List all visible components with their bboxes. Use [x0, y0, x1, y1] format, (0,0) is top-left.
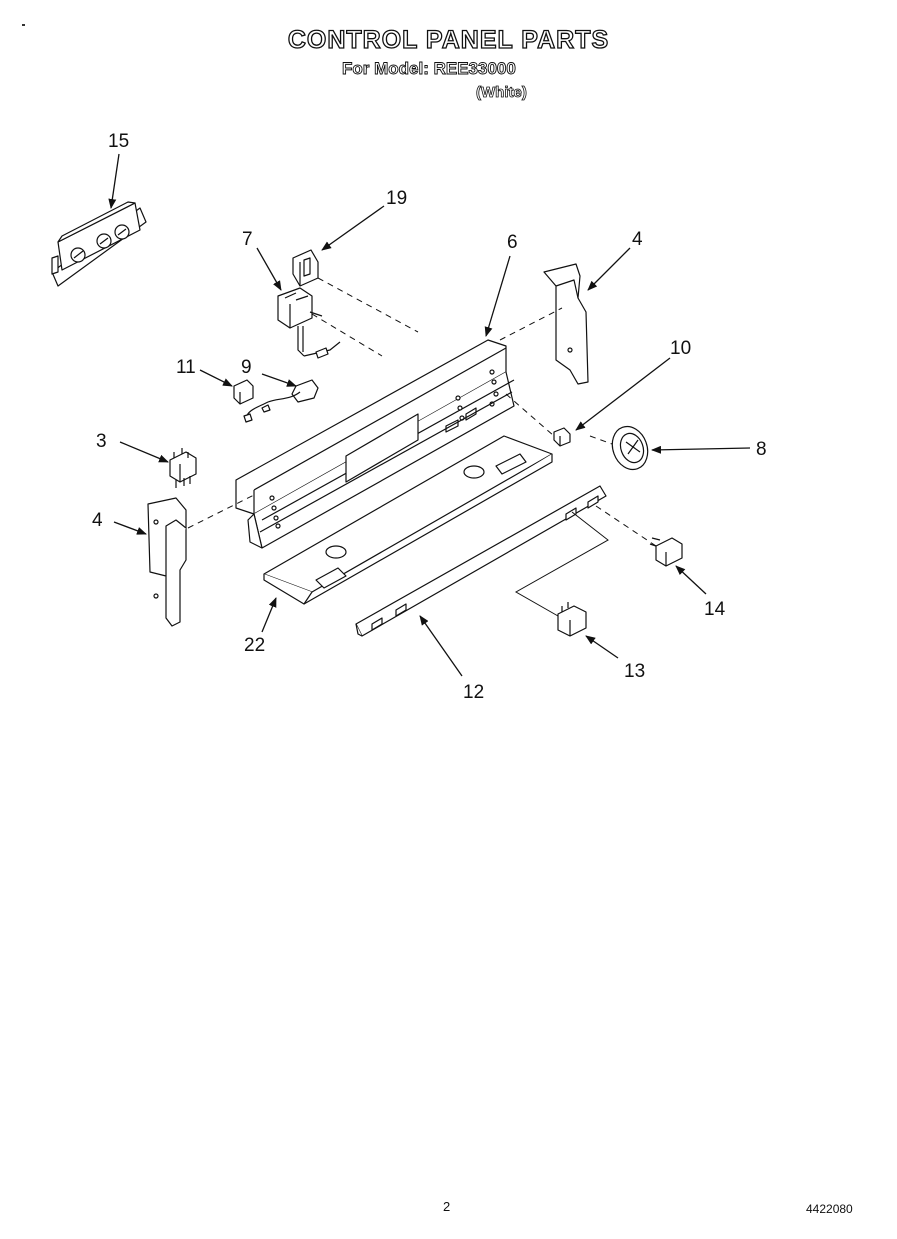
document-number: 4422080	[806, 1202, 853, 1216]
part-8-knob	[611, 425, 649, 471]
callout-15: 15	[108, 131, 129, 152]
page-title: CONTROL PANEL PARTS	[287, 25, 610, 54]
assembly-guide-lines	[187, 277, 657, 547]
page-number: 2	[443, 1199, 451, 1214]
scan-speck	[22, 24, 25, 26]
part-19-switch	[292, 249, 319, 287]
callout-14: 14	[704, 599, 726, 620]
callout-9: 9	[241, 357, 252, 378]
part-22-rear-panel	[263, 435, 553, 605]
model-subtitle: For Model: REE33000	[342, 59, 517, 79]
callout-12: 12	[463, 682, 484, 703]
callout-13: 13	[624, 661, 645, 682]
callout-7: 7	[242, 229, 253, 250]
reference-lines	[514, 511, 609, 617]
callout-4-left: 4	[92, 510, 103, 531]
part-13-connector	[557, 602, 587, 637]
part-10-clip	[553, 427, 571, 447]
callout-11: 11	[176, 357, 196, 378]
callout-4-right: 4	[632, 229, 643, 250]
part-15-switch-housing	[51, 201, 147, 287]
callout-8: 8	[756, 439, 767, 460]
part-9-lamp-assembly	[243, 379, 319, 423]
callout-3: 3	[96, 431, 107, 452]
part-4-left-end-cap	[147, 497, 187, 627]
part-4-right-end-cap	[543, 263, 589, 385]
callout-10: 10	[670, 338, 691, 359]
callout-6: 6	[507, 232, 518, 253]
part-3-switch	[169, 448, 197, 488]
callout-19: 19	[386, 188, 407, 209]
callout-22: 22	[244, 635, 265, 656]
part-12-mounting-strip	[355, 485, 607, 637]
part-11-indicator	[233, 379, 254, 405]
color-variant: (White)	[476, 84, 528, 102]
callout-labels: 15 19 7 6 4 10 11 9 3 8 4 14 22 13 12	[92, 131, 767, 703]
part-14-connector	[649, 537, 683, 567]
part-6-control-panel	[235, 339, 515, 549]
leader-arrows	[108, 153, 751, 677]
part-7-infinite-switch	[277, 287, 341, 359]
